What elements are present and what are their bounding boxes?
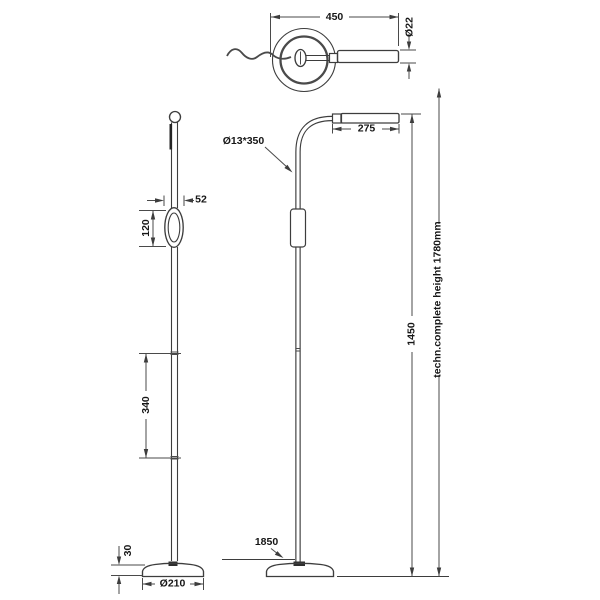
arm-connector-front (331, 113, 343, 124)
front-view (222, 112, 449, 578)
lamp-tube-top-view (336, 49, 400, 64)
side-view (141, 110, 205, 578)
dim-340-label: 340 (140, 396, 152, 414)
lower-pole-side (170, 247, 179, 561)
head-oval-outer (164, 207, 184, 248)
dimension-52: 52 (147, 194, 207, 206)
upper-pole-side (170, 122, 179, 208)
gooseneck-pole-inner (296, 116, 333, 564)
pole-joint-side-1 (170, 351, 179, 355)
dim-120-label: 120 (140, 219, 152, 237)
dim-d22-label: Ø22 (404, 17, 416, 37)
dim-52-label: 52 (195, 194, 207, 206)
dimmer-handle-front (289, 208, 307, 248)
label-cable-length: 1850 (255, 536, 284, 558)
arm-end-circle-side (168, 110, 182, 124)
dim-d210-label: Ø210 (160, 578, 186, 590)
dimension-450: 450 (270, 11, 399, 57)
base-front (265, 562, 335, 578)
dim-450-label: 450 (326, 11, 344, 23)
base-side (141, 562, 205, 578)
gooseneck-pole-outline (295, 115, 333, 563)
dim-1450-label: 1450 (406, 322, 418, 346)
pole-top-connector (294, 48, 307, 68)
dimension-30: 30 (111, 545, 145, 594)
dimension-d22: Ø22 (400, 17, 416, 79)
arm-connector-top-view (328, 52, 339, 64)
dim-30-label: 30 (122, 545, 134, 557)
lamp-tube-front (340, 112, 400, 124)
dimension-120: 120 (139, 210, 166, 247)
pole-joint-front (295, 348, 301, 352)
dim-275-label: 275 (358, 123, 376, 135)
dimension-1450: 1450 (401, 113, 421, 577)
cable-length-label: 1850 (255, 536, 279, 548)
arm-thin-top-view (306, 54, 330, 62)
dimension-d210: Ø210 (142, 578, 204, 590)
dimension-total-height: techn.complete height 1780mm (432, 88, 444, 577)
dimension-340: 340 (139, 353, 181, 459)
label-gooseneck: Ø13*350 (223, 135, 293, 173)
cable-top-view (226, 48, 292, 60)
dimension-275: 275 (332, 123, 400, 135)
head-oval-inner (167, 212, 181, 243)
top-view (226, 27, 400, 93)
gooseneck-spec-label: Ø13*350 (223, 135, 265, 147)
pole-joint-side-2 (170, 456, 179, 460)
complete-height-label: techn.complete height 1780mm (432, 221, 444, 377)
